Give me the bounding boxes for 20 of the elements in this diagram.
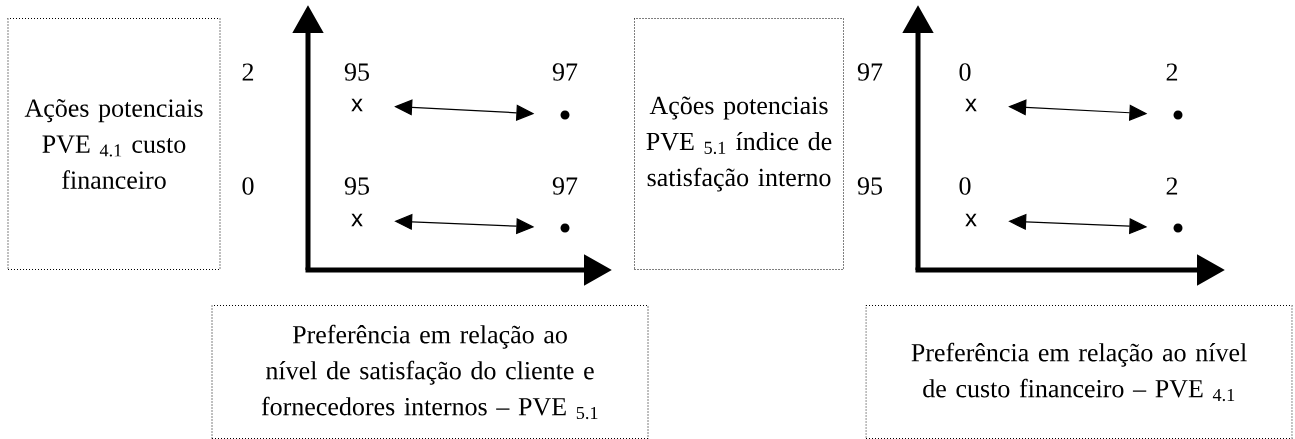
value-label: 0 <box>959 177 971 195</box>
text-box: Ações potenciais PVE $_{4.1}$ custo financeiro <box>7 18 221 270</box>
text-box: Preferência em relação ao nível de satisfação do cliente e fornecedores internos – PVE $_{5.1}$ <box>211 305 649 439</box>
cross-mark: x <box>965 98 977 112</box>
dot-mark <box>560 110 570 120</box>
dot-mark <box>1173 110 1183 120</box>
value-label: 95 <box>344 63 369 81</box>
value-label: 2 <box>1166 177 1178 195</box>
cross-mark: x <box>351 213 363 227</box>
value-label: 97 <box>552 177 578 195</box>
cross-mark: x <box>351 98 363 112</box>
cross-mark: x <box>965 213 977 227</box>
value-label: 0 <box>959 63 971 81</box>
dot-mark <box>560 223 570 233</box>
value-label: 2 <box>1166 63 1178 81</box>
text-box: Ações potenciais PVE $_{5.1}$ índice de satisfação interno <box>634 18 844 270</box>
text-box: Preferência em relação ao nível de custo financeiro – PVE $_{4.1}$ <box>865 305 1293 439</box>
dot-mark <box>1173 223 1183 233</box>
value-label: 95 <box>344 177 369 195</box>
value-label: 97 <box>552 63 578 81</box>
